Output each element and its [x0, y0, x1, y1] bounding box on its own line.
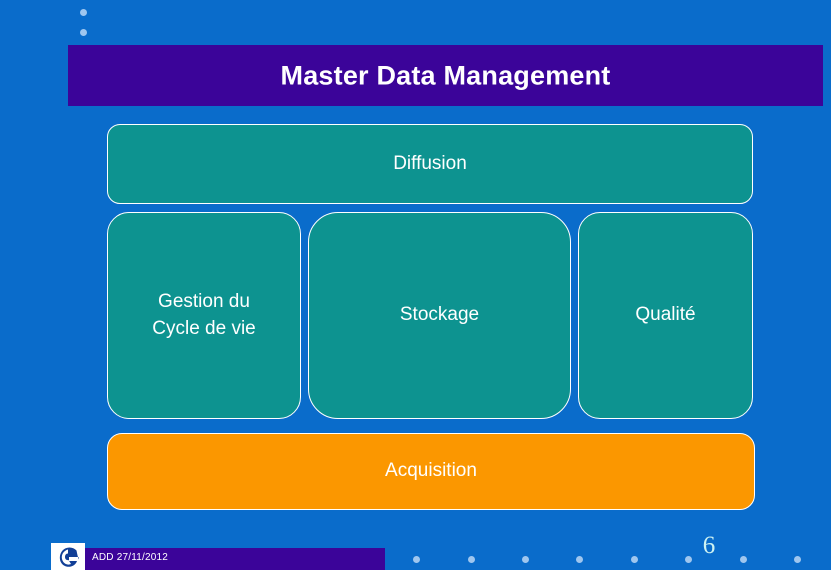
- diagram-box-diffusion-label: Diffusion: [393, 152, 467, 174]
- diagram-box-lifecycle-label: Gestion du Cycle de vie: [152, 289, 256, 343]
- decorative-dot: [80, 9, 87, 16]
- diagram-box-quality-label: Qualité: [635, 304, 696, 326]
- slide-title-band: Master Data Management: [68, 45, 823, 106]
- page-number: 6: [702, 532, 716, 559]
- diagram-box-storage[interactable]: Stockage: [308, 212, 571, 419]
- decorative-dot: [576, 556, 583, 563]
- footer-band: [51, 548, 385, 570]
- decorative-dot: [631, 556, 638, 563]
- decorative-dot: [413, 556, 420, 563]
- decorative-dot: [468, 556, 475, 563]
- decorative-dot: [80, 29, 87, 36]
- diagram-box-acquisition-label: Acquisition: [385, 460, 477, 482]
- decorative-dot: [794, 556, 801, 563]
- diagram-box-acquisition[interactable]: Acquisition: [107, 433, 755, 510]
- decorative-dot: [685, 556, 692, 563]
- diagram-box-quality[interactable]: Qualité: [578, 212, 753, 419]
- slide-title: Master Data Management: [280, 60, 611, 90]
- footer-date-label: ADD 27/11/2012: [92, 552, 168, 563]
- diagram-box-storage-label: Stockage: [399, 304, 480, 326]
- diagram-box-lifecycle-label-line2: Cycle de vie: [152, 317, 256, 339]
- diagram-box-lifecycle[interactable]: Gestion du Cycle de vie: [107, 212, 301, 419]
- diagram-box-diffusion[interactable]: Diffusion: [107, 124, 753, 204]
- add-logo-icon: [51, 543, 85, 570]
- diagram-box-lifecycle-label-line1: Gestion du: [158, 290, 250, 312]
- decorative-dot: [522, 556, 529, 563]
- decorative-dot: [740, 556, 747, 563]
